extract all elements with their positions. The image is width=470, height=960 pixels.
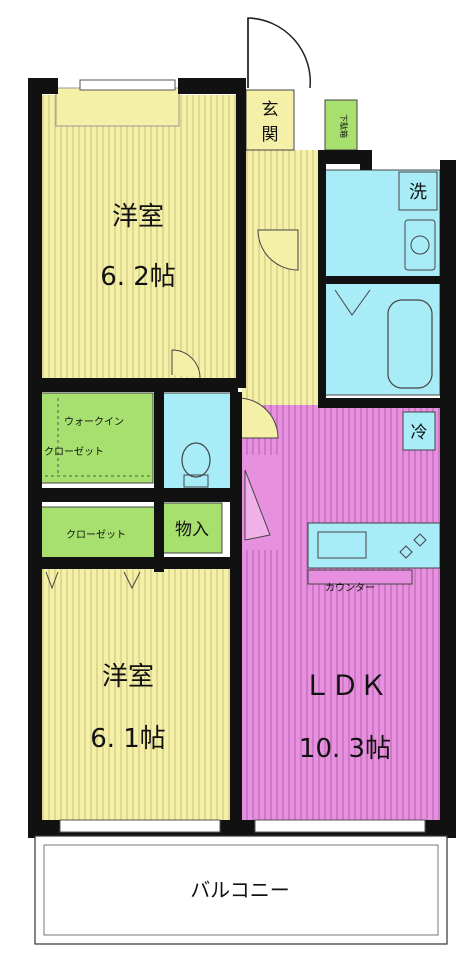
- sink-bowl: [410, 235, 430, 255]
- counter-top: [307, 569, 413, 585]
- hall-door-swing: [257, 229, 299, 271]
- fridge-label: 冷: [411, 423, 428, 443]
- ldk-name: ＬＤＫ: [303, 669, 387, 702]
- entrance-floor: [245, 89, 295, 151]
- walk-in-closet: [39, 392, 154, 484]
- washer-label: 洗: [409, 182, 427, 203]
- entrance-label-2: 関: [262, 125, 279, 145]
- toilet-door-swing: [237, 397, 279, 439]
- balcony-inner: [43, 844, 439, 936]
- storage-room: [161, 502, 223, 554]
- room1-name: 洋室: [112, 202, 164, 232]
- room1-door-swing: [171, 349, 201, 379]
- room2-size: 6. 1帖: [90, 724, 166, 754]
- room2-name: 洋室: [102, 662, 154, 692]
- western-room-1-window-top: [55, 87, 180, 127]
- bath-door: [334, 289, 371, 316]
- closet-door-marks: [45, 571, 141, 590]
- kitchen-sink: [317, 531, 367, 559]
- room1-window: [79, 79, 176, 91]
- toilet-tank: [183, 474, 209, 488]
- bathtub: [387, 299, 433, 389]
- shoe-box: [324, 99, 358, 151]
- room2-window: [59, 819, 221, 833]
- ldk-door-swing: [244, 469, 271, 541]
- western-room-1-floor: [40, 95, 238, 378]
- counter-label: カウンター: [325, 582, 375, 594]
- closet-label: クローゼット: [66, 529, 126, 541]
- balcony-label: バルコニー: [190, 878, 290, 902]
- washer-box: [398, 171, 438, 211]
- room1-size: 6. 2帖: [100, 262, 176, 292]
- hallway-floor: [242, 150, 320, 425]
- walk-in-label-2: クローゼット: [44, 446, 104, 458]
- entrance-label-1: 玄: [262, 100, 279, 120]
- ldk-size: 10. 3帖: [299, 734, 391, 764]
- closet: [39, 506, 159, 560]
- fridge-box: [402, 411, 436, 451]
- entrance-door-swing: [247, 17, 312, 89]
- storage-label: 物入: [175, 520, 209, 540]
- sink: [404, 219, 436, 271]
- stove-burners: [399, 533, 427, 559]
- western-room-2-floor: [40, 568, 230, 828]
- toilet-bowl: [181, 442, 211, 478]
- walk-in-label-1: ウォークイン: [64, 416, 124, 428]
- shoe-box-label: 下駄箱: [339, 114, 349, 138]
- ldk-window: [254, 819, 426, 833]
